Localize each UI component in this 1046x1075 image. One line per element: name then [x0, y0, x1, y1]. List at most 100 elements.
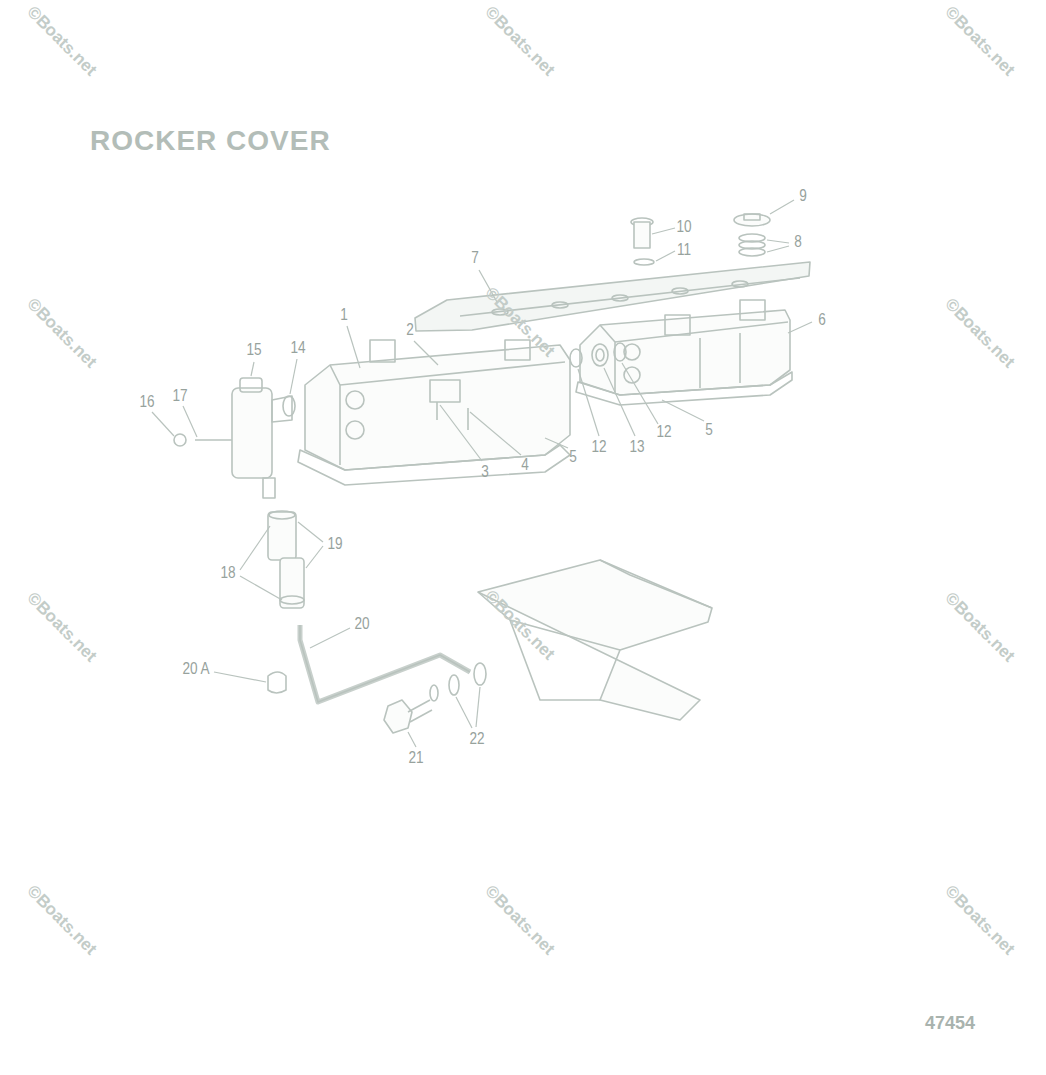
- hose-part: [280, 558, 304, 608]
- rocker-cover-left-part: [330, 365, 340, 465]
- leader-lines-part: [470, 412, 521, 455]
- breather-cap: [734, 214, 770, 256]
- bolt-washers-part: [384, 700, 412, 733]
- callout-number: 7: [471, 250, 479, 266]
- baffle-gasket-part: [672, 288, 688, 294]
- callout-number: 20: [354, 616, 369, 632]
- rocker-cover-right-part: [665, 315, 690, 335]
- leader-lines-part: [306, 546, 323, 568]
- callout-number: 18: [220, 565, 235, 581]
- rocker-cover-right-part: [740, 300, 765, 320]
- figure-code: 47454: [925, 1014, 975, 1032]
- callout-number: 8: [794, 234, 802, 250]
- rocker-cover-left-part: [467, 408, 469, 430]
- bolt-washers-part: [410, 710, 432, 722]
- rocker-cover-right-part: [580, 310, 790, 395]
- callout-number: 14: [290, 340, 305, 356]
- leader-lines-part: [290, 359, 297, 394]
- hose-part: [269, 511, 295, 519]
- watermark: ©Boats.net: [24, 589, 100, 665]
- leader-lines-part: [656, 251, 675, 261]
- callout-number: 15: [246, 342, 261, 358]
- hose-part: [268, 512, 296, 560]
- watermark: ©Boats.net: [482, 3, 558, 79]
- leader-lines-part: [476, 687, 480, 727]
- watermark: ©Boats.net: [942, 589, 1018, 665]
- rocker-cover-left-part: [340, 362, 565, 385]
- rocker-cover-right: [576, 300, 792, 405]
- leader-lines-part: [347, 326, 360, 368]
- breather-cap-part: [739, 248, 765, 256]
- baffle-gasket-part: [415, 262, 810, 331]
- callout-number: 19: [327, 536, 342, 552]
- leader-lines-part: [578, 369, 599, 436]
- oil-pan-part: [478, 560, 712, 720]
- breather-tube-part: [300, 625, 470, 702]
- bolt-washers-part: [430, 685, 438, 701]
- grommets: [570, 343, 626, 367]
- grommets-part: [592, 344, 608, 366]
- leader-lines-part: [214, 672, 266, 682]
- oil-filler-plug: [631, 218, 654, 265]
- leader-lines-part: [652, 228, 675, 234]
- rocker-cover-left-part: [436, 402, 438, 420]
- hose-part: [280, 596, 304, 604]
- leader-lines-part: [788, 322, 812, 333]
- leader-lines-part: [240, 576, 282, 600]
- leader-lines-part: [770, 200, 794, 214]
- leader-lines-part: [767, 246, 789, 252]
- breather-tube-part: [300, 625, 470, 702]
- bolt-washers-part: [408, 700, 430, 712]
- rocker-cover-left-part: [430, 380, 460, 402]
- bolt-washers-part: [449, 675, 459, 695]
- leader-lines-part: [622, 363, 658, 424]
- leader-lines-part: [183, 406, 197, 437]
- breather-tube-part: [268, 672, 286, 693]
- hose: [268, 511, 304, 608]
- callout-number: 1: [340, 307, 348, 323]
- pcv-valve-part: [283, 396, 295, 416]
- rocker-cover-right-part: [699, 338, 701, 388]
- oil-filler-plug-part: [634, 222, 650, 248]
- pcv-valve-part: [272, 396, 292, 422]
- callout-number: 3: [481, 464, 489, 480]
- leader-lines-part: [456, 697, 472, 728]
- leader-lines-part: [298, 522, 323, 542]
- leader-lines-part: [662, 400, 704, 421]
- pcv-valve-part: [263, 478, 275, 498]
- rocker-cover-left: [298, 340, 570, 485]
- leader-lines-part: [545, 438, 568, 448]
- baffle-gasket: [415, 262, 810, 331]
- callout-number: 5: [705, 422, 713, 438]
- pcv-valve-part: [174, 434, 186, 446]
- oil-pan-part: [600, 560, 712, 608]
- rocker-cover-left-part: [505, 340, 530, 360]
- watermark: ©Boats.net: [482, 882, 558, 958]
- callout-number: 9: [799, 188, 807, 204]
- grommets-part: [614, 343, 626, 361]
- grommets-part: [596, 349, 604, 361]
- watermark: ©Boats.net: [24, 3, 100, 79]
- pcv-valve: [174, 378, 295, 498]
- leader-lines-part: [310, 628, 350, 648]
- watermark: ©Boats.net: [24, 882, 100, 958]
- pcv-valve-part: [195, 439, 232, 441]
- rocker-cover-left-part: [370, 340, 395, 362]
- breather-cap-part: [744, 214, 760, 220]
- callout-number: 22: [469, 731, 484, 747]
- leader-lines: [152, 200, 812, 747]
- callout-number: 12: [656, 424, 671, 440]
- rocker-cover-left-part: [346, 391, 364, 409]
- leader-lines-part: [408, 732, 416, 747]
- callout-number: 11: [677, 242, 691, 258]
- rocker-cover-right-part: [739, 333, 741, 383]
- callout-number: 17: [172, 388, 187, 404]
- callout-number: 16: [139, 394, 154, 410]
- baffle-gasket-part: [552, 302, 568, 308]
- leader-lines-part: [240, 526, 270, 570]
- breather-tube: [268, 625, 470, 702]
- callout-number: 6: [818, 312, 826, 328]
- baffle-gasket-part: [732, 281, 748, 287]
- callout-number: 20 A: [182, 661, 209, 677]
- baffle-gasket-part: [612, 295, 628, 301]
